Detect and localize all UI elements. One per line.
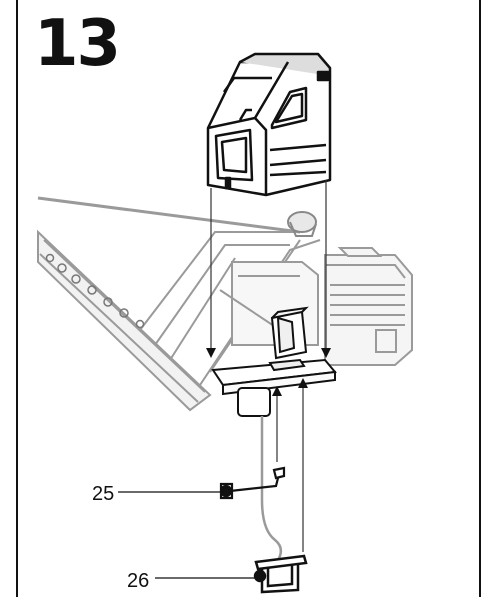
- guide-arrowheads: [206, 348, 331, 358]
- hanging-cable: [260, 416, 283, 561]
- boom-holes: [45, 253, 145, 329]
- frame-right-border: [479, 0, 481, 597]
- callout-25-label: 25: [92, 483, 115, 505]
- assembly-guide-lines: [210, 180, 327, 352]
- base-platform: [211, 358, 337, 417]
- machine-housing: [324, 247, 413, 366]
- platform-block: [270, 306, 309, 360]
- frame-left-border: [16, 0, 18, 597]
- part-26-bracket: [253, 554, 308, 594]
- boom-cable: [37, 196, 301, 234]
- callout-26-label: 26: [127, 570, 150, 592]
- step-number: 13: [34, 7, 121, 81]
- part-25-pin: [219, 466, 286, 500]
- part-guide-lines: [276, 384, 304, 552]
- part-arrowheads: [272, 378, 308, 396]
- cab-roof-part: [206, 52, 332, 197]
- pulley: [287, 211, 317, 237]
